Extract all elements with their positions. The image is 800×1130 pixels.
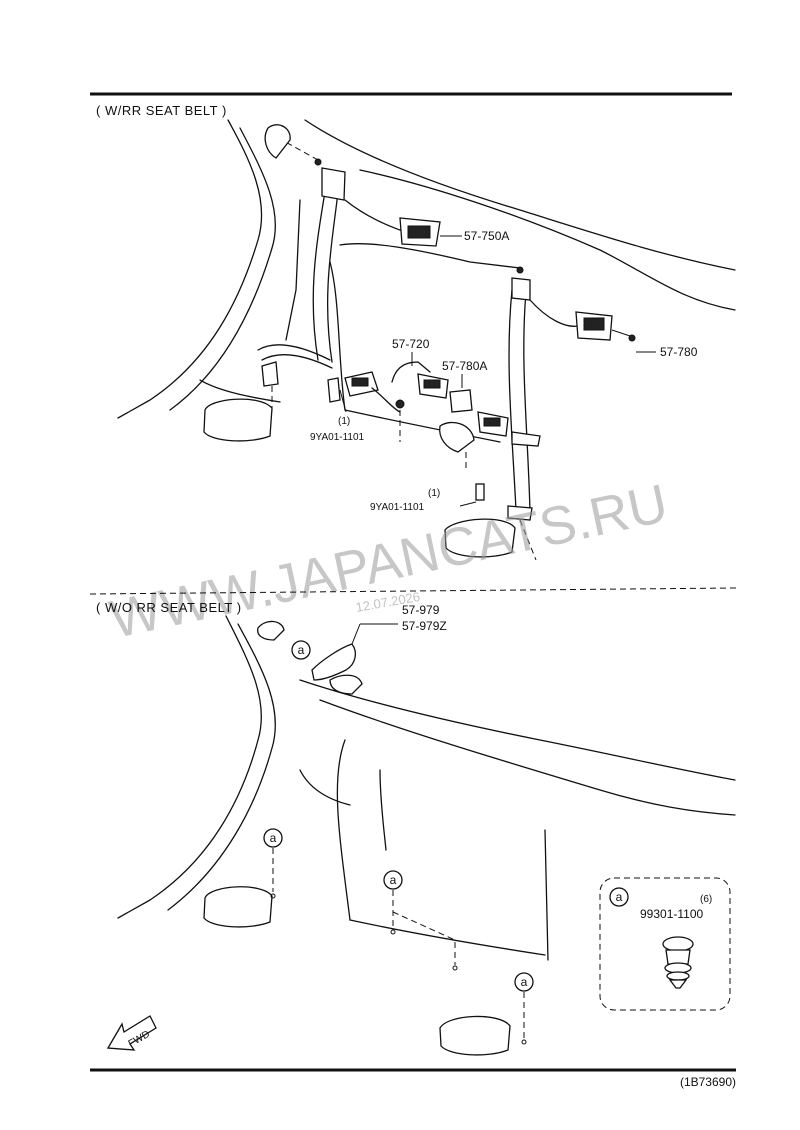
- callout-a-2: a: [263, 828, 283, 899]
- callout-a-3: a: [383, 870, 458, 971]
- clip-code: 99301-1100: [640, 907, 703, 921]
- svg-text:a: a: [616, 890, 623, 904]
- label-bolt-right-qty: (1): [428, 488, 440, 499]
- with-belt-illustration: 57-750A (1) 9YA01-1101 57-720 57-780A: [117, 119, 736, 561]
- label-57-979z: 57-979Z: [402, 619, 447, 633]
- fwd-arrow-icon: FWD: [106, 1015, 157, 1051]
- svg-text:a: a: [270, 831, 277, 845]
- svg-text:a: a: [390, 873, 397, 887]
- without-belt-illustration: 57-979 57-979Z a a a a: [106, 603, 736, 1056]
- svg-text:a: a: [298, 643, 305, 657]
- label-bolt-left-qty: (1): [338, 416, 350, 427]
- section-title-with-belt: ( W/RR SEAT BELT ): [96, 103, 227, 118]
- section-title-without-belt: ( W/O RR SEAT BELT ): [96, 600, 242, 615]
- label-bolt-left-code: 9YA01-1101: [310, 432, 365, 443]
- label-57-720: 57-720: [392, 337, 430, 351]
- label-57-780a: 57-780A: [442, 359, 487, 373]
- label-57-750a: 57-750A: [464, 229, 509, 243]
- label-57-979: 57-979: [402, 603, 440, 617]
- label-bolt-right-code: 9YA01-1101: [370, 502, 425, 513]
- label-57-780: 57-780: [660, 345, 698, 359]
- push-clip-icon: [662, 936, 694, 989]
- callout-a-1: a: [291, 640, 311, 660]
- diagram-code: (1B73690): [680, 1075, 736, 1089]
- watermark-text: WWW.JAPANCATS.RU: [105, 473, 673, 650]
- clip-qty: (6): [700, 894, 712, 905]
- clip-detail-box: [599, 877, 731, 1011]
- clip-detail-callout: a: [609, 887, 629, 907]
- callout-a-4: a: [514, 972, 534, 1045]
- section-divider: [89, 587, 737, 595]
- svg-text:a: a: [521, 975, 528, 989]
